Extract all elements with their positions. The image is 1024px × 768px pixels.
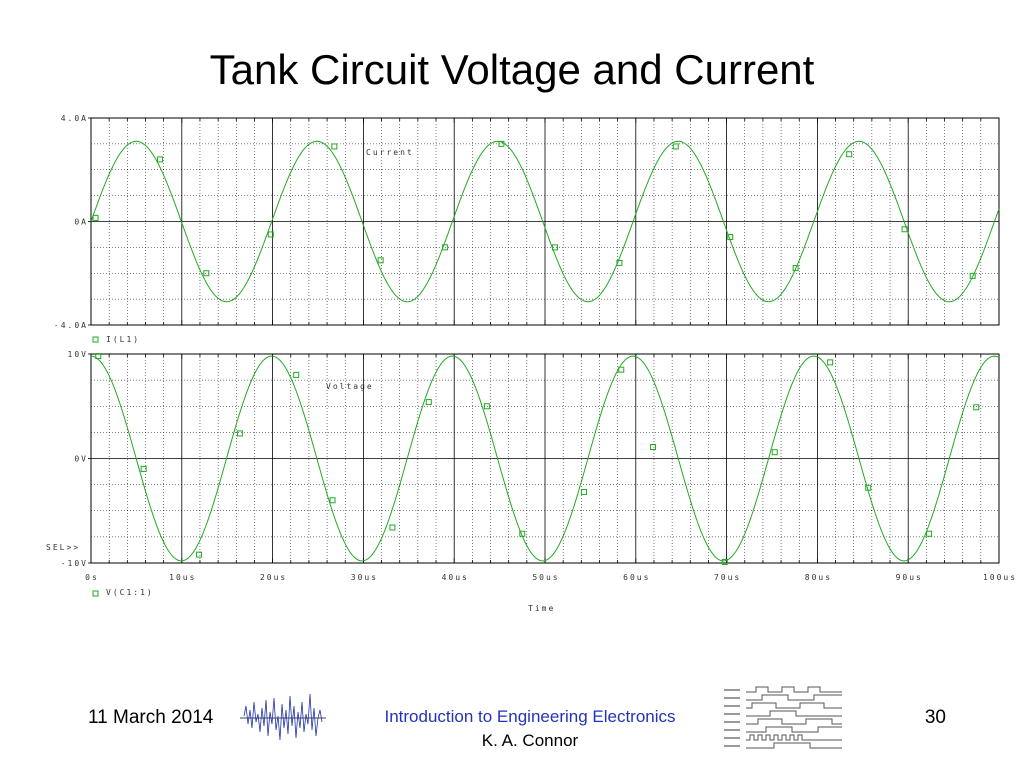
voltage-data-point (926, 530, 933, 537)
current-data-point (331, 143, 338, 150)
voltage-data-point (865, 484, 872, 491)
current-ytick-label: -4.0A (54, 321, 88, 330)
current-data-point (498, 140, 505, 147)
voltage-data-point (618, 366, 625, 373)
plot-area: 4.0A 0A -4.0A 10V 0V -10V 0s 10us 20us 30us 40us 50… (46, 114, 1017, 613)
current-data-point (727, 234, 734, 241)
sel-label: SEL>> (46, 543, 80, 552)
digital-waveform-logo (724, 686, 842, 749)
voltage-data-point (721, 558, 728, 565)
voltage-data-point (973, 404, 980, 411)
xtick-label: 40us (442, 573, 469, 582)
footer-author: K. A. Connor (481, 731, 579, 750)
voltage-trace (90, 355, 1000, 562)
voltage-data-point (329, 497, 336, 504)
current-data-point (442, 244, 449, 251)
traces (90, 140, 1000, 562)
current-data-point (92, 214, 99, 221)
current-plot-grid (90, 117, 1000, 326)
xtick-label: 90us (896, 573, 923, 582)
legend-voltage: V(C1:1) (106, 588, 154, 597)
markers (92, 140, 980, 565)
xtick-label: 60us (623, 573, 650, 582)
xtick-label: 80us (805, 573, 832, 582)
voltage-data-point (196, 551, 203, 558)
current-data-point (616, 259, 623, 266)
voltage-data-point (519, 530, 526, 537)
xtick-label: 10us (169, 573, 196, 582)
voltage-data-point (827, 359, 834, 366)
page-number: 30 (924, 707, 946, 728)
legend-current: I(L1) (106, 335, 140, 344)
voltage-data-point (293, 371, 300, 378)
voltage-data-point (140, 465, 147, 472)
voltage-plot-grid (90, 353, 1000, 564)
current-data-point (969, 272, 976, 279)
current-ytick-label: 0A (74, 218, 88, 227)
xtick-label: 30us (351, 573, 378, 582)
current-data-point (551, 244, 558, 251)
current-data-point (901, 226, 908, 233)
voltage-data-point (95, 353, 102, 360)
current-data-point (846, 151, 853, 158)
x-axis-label: Time (528, 604, 555, 613)
current-data-point (267, 231, 274, 238)
voltage-ytick-label: 10V (68, 350, 88, 359)
voltage-data-point (650, 444, 657, 451)
xtick-label: 20us (260, 573, 287, 582)
current-ytick-label: 4.0A (61, 114, 88, 123)
legend-voltage-marker (92, 590, 99, 597)
legend-current-marker (92, 336, 99, 343)
voltage-data-point (236, 430, 243, 437)
xtick-label: 0s (85, 573, 99, 582)
current-annotation: Current (366, 148, 414, 157)
current-data-point (672, 143, 679, 150)
voltage-data-point (483, 403, 490, 410)
voltage-data-point (389, 524, 396, 531)
voltage-data-point (771, 449, 778, 456)
current-data-point (377, 257, 384, 264)
voltage-data-point (425, 399, 432, 406)
current-data-point (157, 156, 164, 163)
voltage-ytick-label: 0V (74, 455, 88, 464)
current-data-point (203, 270, 210, 277)
noise-signal-logo (240, 693, 326, 741)
xtick-label: 70us (714, 573, 741, 582)
current-trace (90, 140, 1000, 303)
current-data-point (792, 265, 799, 272)
voltage-annotation: Voltage (326, 382, 374, 391)
footer-date: 11 March 2014 (88, 707, 214, 728)
voltage-ytick-label: -10V (61, 559, 88, 568)
xtick-label: 50us (532, 573, 559, 582)
voltage-data-point (581, 488, 588, 495)
xtick-label: 100us (983, 573, 1017, 582)
slide-title: Tank Circuit Voltage and Current (209, 46, 815, 93)
axis-labels: 4.0A 0A -4.0A 10V 0V -10V 0s 10us 20us 30us 40us 50… (54, 114, 1017, 582)
footer-course: Introduction to Engineering Electronics (384, 707, 676, 726)
